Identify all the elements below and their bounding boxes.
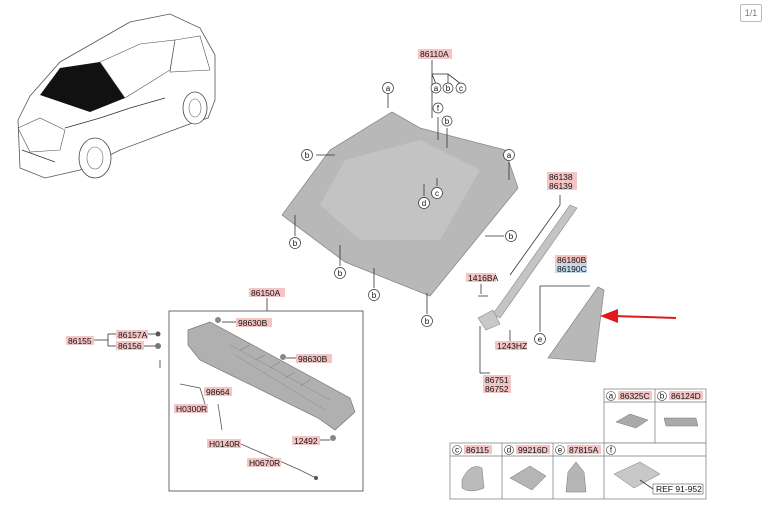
hl-98664 (204, 387, 232, 396)
callout-c: c (435, 189, 439, 198)
callout-f: f (437, 104, 440, 113)
callout-a: a (507, 151, 512, 160)
page-indicator: 1/1 (740, 4, 762, 22)
legend-callout-e: e (558, 446, 563, 455)
callout-e: e (538, 335, 543, 344)
part-label-86155[interactable]: 86155 (68, 336, 92, 346)
hl-H0300R (174, 404, 208, 413)
legend-ref[interactable]: REF 91-952 (656, 484, 702, 494)
callout-circles: a b c a f b b a c d b b b b b (289, 82, 517, 327)
sensor-part-icon (613, 461, 661, 489)
hl-86190C (555, 264, 587, 273)
washer-hoses (159, 360, 318, 480)
legend-callout-f: f (610, 446, 613, 455)
callout-circle-e (534, 333, 546, 345)
callout-b: b (446, 84, 451, 93)
part-label-98630B-1[interactable]: 98630B (238, 318, 268, 328)
part-label-86156[interactable]: 86156 (118, 341, 142, 351)
hl-12492 (292, 436, 320, 445)
part-label-86138[interactable]: 86138 (549, 172, 573, 182)
hl-86752 (483, 384, 511, 393)
cowl-panel-part (187, 317, 356, 441)
callout-a: a (386, 84, 391, 93)
part-label-H0670R[interactable]: H0670R (249, 458, 280, 468)
legend-callout-d: d (507, 446, 511, 455)
callout-b: b (305, 151, 310, 160)
part-label-98630B-2[interactable]: 98630B (298, 354, 328, 364)
callout-b: b (372, 291, 377, 300)
legend-code-b[interactable]: 86124D (671, 391, 701, 401)
bracket-part-icon (509, 465, 547, 491)
hl-86180B (555, 255, 587, 264)
legend-table (449, 388, 707, 500)
callout-b: b (445, 117, 450, 126)
callout-c: c (459, 84, 463, 93)
legend-code-e[interactable]: 87815A (569, 445, 599, 455)
part-label-windshield[interactable]: 86110A (420, 49, 449, 59)
windshield-glass (281, 111, 519, 297)
hl-98630B-2 (296, 354, 332, 363)
hl-1416BA (466, 273, 496, 282)
quarter-glass (539, 285, 605, 363)
hl-99216D (516, 445, 550, 454)
part-label-86150A[interactable]: 86150A (251, 288, 281, 298)
hl-86751 (483, 375, 511, 384)
legend-callout-b: b (660, 392, 665, 401)
part-label-98664[interactable]: 98664 (206, 387, 230, 397)
part-label-86139[interactable]: 86139 (549, 181, 573, 191)
hl-86150A (249, 288, 285, 297)
clip-part-icon (615, 413, 649, 429)
screw-icon (155, 331, 161, 337)
hl-86124D (669, 391, 703, 400)
hl-86139 (547, 181, 577, 190)
red-arrow-icon (600, 309, 677, 323)
garnish-part (477, 309, 511, 374)
hl-86157A (116, 330, 148, 339)
clip-icon (155, 343, 161, 349)
callout-a: a (434, 84, 439, 93)
cowl-frame (168, 310, 364, 492)
callout-b: b (425, 317, 430, 326)
part-label-86190C[interactable]: 86190C (557, 264, 587, 274)
part-label-86157A[interactable]: 86157A (118, 330, 148, 340)
part-label-86180B[interactable]: 86180B (557, 255, 587, 265)
part-label-86751[interactable]: 86751 (485, 375, 509, 385)
hl-87815A (567, 445, 601, 454)
legend-callout-a: a (609, 392, 614, 401)
part-label-12492[interactable]: 12492 (294, 436, 318, 446)
part-label-H0300R[interactable]: H0300R (176, 404, 207, 414)
hl-86155 (66, 336, 94, 345)
part-label-86752[interactable]: 86752 (485, 384, 509, 394)
part-label-1416BA[interactable]: 1416BA (468, 273, 499, 283)
hl-86138 (547, 172, 577, 181)
hl-86115 (464, 445, 492, 454)
legend-code-c[interactable]: 86115 (466, 445, 489, 455)
legend-code-a[interactable]: 86325C (620, 391, 650, 401)
hl-H0140R (207, 439, 241, 448)
hl-1243HZ (495, 341, 527, 350)
legend-callout-c: c (455, 446, 459, 455)
callout-b: b (293, 239, 298, 248)
callout-b: b (338, 269, 343, 278)
vehicle-illustration (17, 13, 216, 179)
legend-code-d[interactable]: 99216D (518, 445, 548, 455)
hl-86325C (618, 391, 652, 400)
callout-b: b (509, 232, 514, 241)
hl-H0670R (247, 458, 281, 467)
fastener-part-icon (461, 466, 485, 492)
hl-86156 (116, 341, 144, 350)
part-label-H0140R[interactable]: H0140R (209, 439, 240, 449)
side-moulding (492, 195, 578, 319)
hl-98630B-1 (236, 318, 272, 327)
callout-d: d (422, 199, 426, 208)
seal-part-icon (663, 417, 699, 427)
part-label-1243HZ[interactable]: 1243HZ (497, 341, 527, 351)
hl-box-86110A (418, 49, 452, 59)
holder-part-icon (565, 461, 587, 493)
